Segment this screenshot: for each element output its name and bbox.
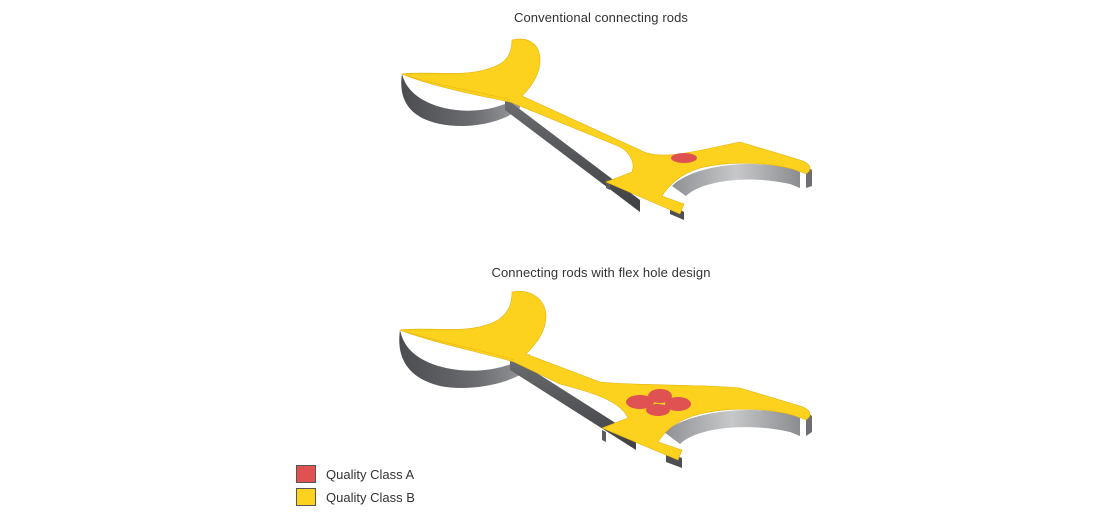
legend-label-b: Quality Class B <box>326 490 415 505</box>
legend-swatch-a <box>296 465 316 483</box>
legend-item-quality-class-b: Quality Class B <box>296 486 415 508</box>
legend-item-quality-class-a: Quality Class A <box>296 463 415 485</box>
legend-label-a: Quality Class A <box>326 467 414 482</box>
legend: Quality Class A Quality Class B <box>296 463 415 509</box>
legend-swatch-b <box>296 488 316 506</box>
